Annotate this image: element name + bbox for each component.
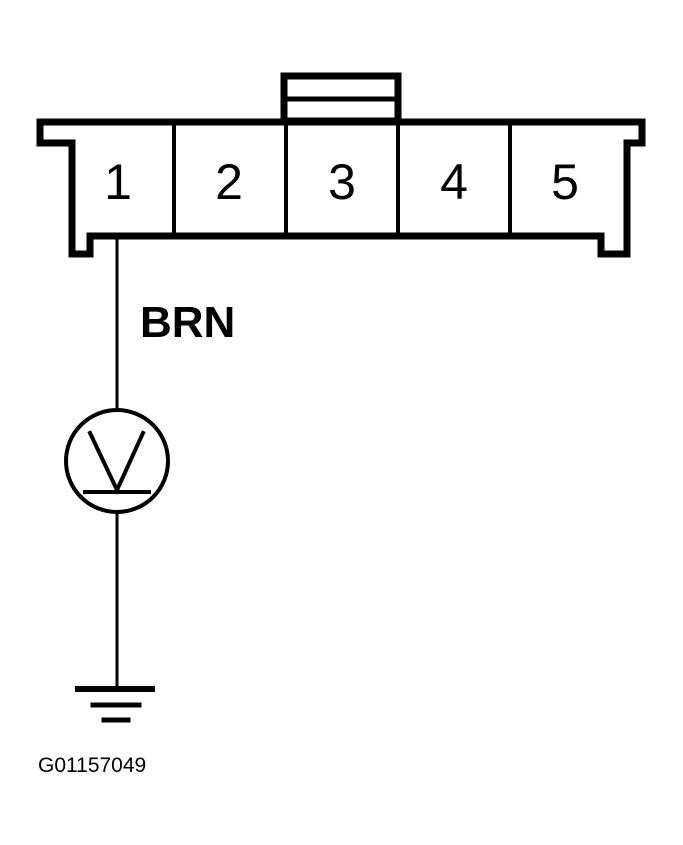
pin-2-label: 2 <box>215 154 243 210</box>
ground-icon <box>75 686 155 723</box>
connector-body <box>36 118 646 258</box>
pin-1-label: 1 <box>104 154 132 210</box>
figure-id: G01157049 <box>38 754 146 777</box>
voltmeter-icon <box>64 408 170 514</box>
pin-4-label: 4 <box>440 154 468 210</box>
wire-color-label: BRN <box>140 298 235 347</box>
pin-3-label: 3 <box>328 154 356 210</box>
connector-lock-tab <box>280 72 402 125</box>
pin-dividers <box>172 120 512 238</box>
pin-5-label: 5 <box>551 154 579 210</box>
